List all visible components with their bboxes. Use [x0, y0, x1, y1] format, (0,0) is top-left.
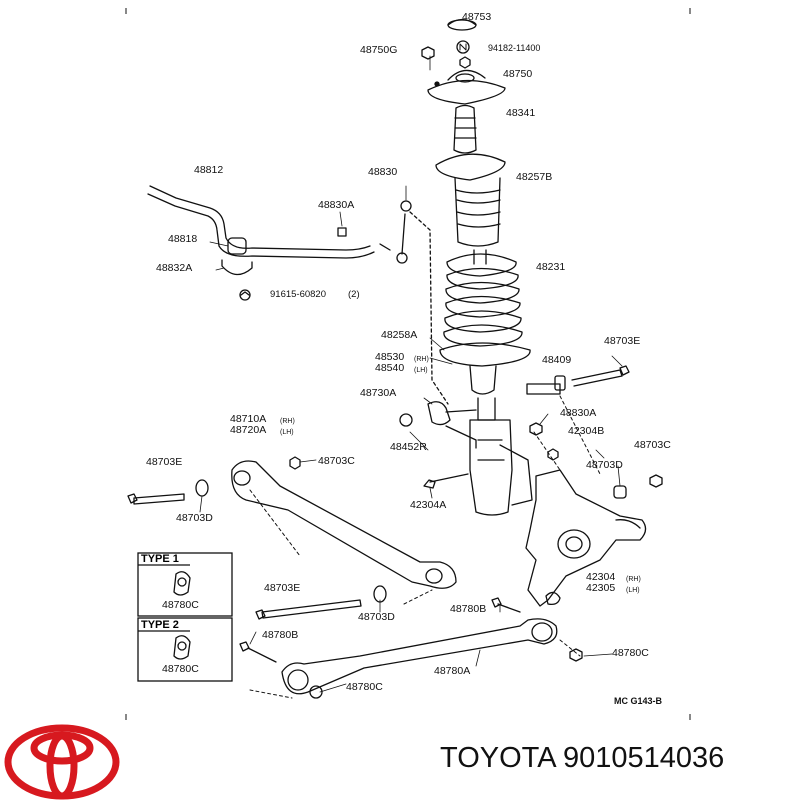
label-48540: 48540	[375, 362, 405, 374]
label-48703d-bottom: 48703D	[358, 611, 395, 623]
label-48830a-top: 48830A	[318, 199, 355, 211]
label-48720a-lh: (LH)	[280, 429, 294, 436]
label-42305-lh: (LH)	[626, 587, 640, 594]
arm-bushing	[427, 401, 451, 426]
label-94182-11400: 94182-11400	[488, 43, 541, 53]
upper-support-cap	[447, 18, 477, 31]
label-48780c-right: 48780C	[612, 647, 649, 659]
brand-name: TOYOTA	[440, 742, 555, 774]
brand-title: TOYOTA 9010514036	[440, 742, 724, 775]
label-91615-qty: (2)	[348, 289, 360, 300]
rear-axle-carrier	[525, 469, 647, 607]
label-48703d-left: 48703D	[176, 512, 213, 524]
label-48257b: 48257B	[516, 171, 553, 183]
label-48780c-bottom: 48780C	[346, 681, 383, 693]
label-48830a-mid: 48830A	[560, 407, 597, 419]
upper-support	[427, 69, 506, 105]
toyota-logo-icon	[4, 724, 120, 800]
strut-rod	[281, 618, 558, 695]
label-48540-lh: (LH)	[414, 367, 428, 374]
label-48780b-right: 48780B	[450, 603, 487, 615]
part-number: 9010514036	[563, 742, 725, 774]
stabilizer-bushing	[227, 237, 247, 255]
label-48780a: 48780A	[434, 665, 471, 677]
new-part-marker	[456, 40, 470, 54]
label-48750g: 48750G	[360, 44, 398, 56]
label-42305: 42305	[586, 582, 616, 594]
stabilizer-bar	[147, 185, 375, 259]
label-48231: 48231	[536, 261, 566, 273]
diagram-code: MC G143-B	[614, 696, 663, 706]
upper-spring-seat-boot	[435, 153, 506, 247]
shock-absorber	[469, 365, 533, 516]
label-48258a: 48258A	[381, 329, 418, 341]
label-48530-rh: (RH)	[414, 356, 429, 363]
label-48703e-left: 48703E	[146, 456, 183, 468]
label-48341: 48341	[506, 107, 536, 119]
label-48753: 48753	[462, 11, 492, 23]
type2-bushing	[173, 635, 191, 660]
label-48730a: 48730A	[360, 387, 397, 399]
label-42304b: 42304B	[568, 425, 605, 437]
type2-part: 48780C	[162, 663, 199, 675]
type1-part: 48780C	[162, 599, 199, 611]
support-nut	[421, 46, 435, 60]
label-42304: 42304	[586, 571, 616, 583]
label-48703e-bottom: 48703E	[264, 582, 301, 594]
label-48703c-right: 48703C	[634, 439, 671, 451]
label-48720a: 48720A	[230, 424, 267, 436]
lower-spring-insulator	[439, 342, 531, 367]
label-48452r: 48452R	[390, 441, 427, 453]
lower-suspension-arm	[231, 460, 457, 589]
coil-spring	[443, 249, 523, 347]
label-48703e-top: 48703E	[604, 335, 641, 347]
label-48780b-left: 48780B	[262, 629, 299, 641]
label-48832a: 48832A	[156, 262, 193, 274]
type1-title: TYPE 1	[141, 553, 179, 565]
label-48710a-rh: (RH)	[280, 418, 295, 425]
label-48830: 48830	[368, 166, 398, 178]
label-42304-rh: (RH)	[626, 576, 641, 583]
label-48812: 48812	[194, 164, 224, 176]
label-48750: 48750	[503, 68, 533, 80]
adjusting-bolt	[526, 365, 630, 395]
bound-stopper	[453, 104, 477, 154]
type1-bushing	[173, 571, 191, 596]
label-48530: 48530	[375, 351, 405, 363]
stabilizer-bracket	[221, 259, 253, 276]
label-48703c-mid: 48703C	[318, 455, 355, 467]
label-48703d-right: 48703D	[586, 459, 623, 471]
label-48818: 48818	[168, 233, 198, 245]
label-48710a: 48710A	[230, 413, 267, 425]
stabilizer-link	[337, 200, 412, 264]
label-48409: 48409	[542, 354, 572, 366]
label-91615-60820: 91615-60820	[270, 289, 326, 300]
label-42304a: 42304A	[410, 499, 447, 511]
type2-title: TYPE 2	[141, 619, 179, 631]
